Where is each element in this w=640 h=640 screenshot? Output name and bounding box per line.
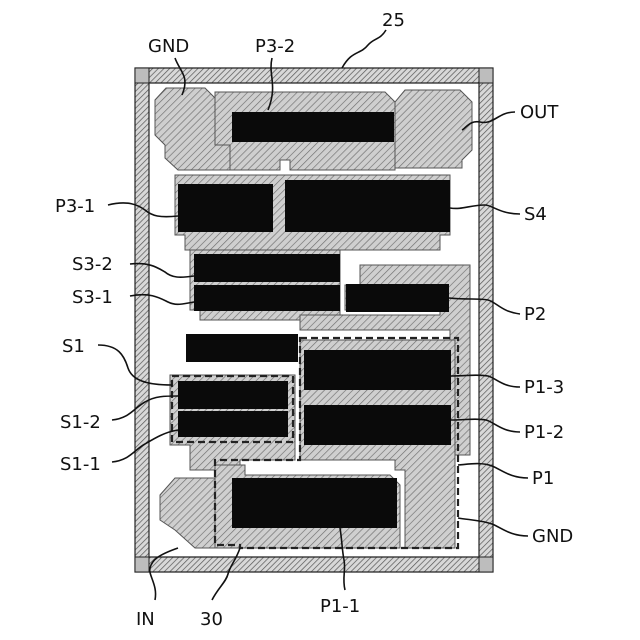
label-ref-30: 30 bbox=[200, 609, 223, 630]
label-p1-1: P1-1 bbox=[320, 596, 360, 617]
label-p2: P2 bbox=[524, 304, 546, 325]
label-s1-1: S1-1 bbox=[60, 454, 101, 475]
label-gnd-bottom: GND bbox=[532, 526, 573, 547]
label-s3-1: S3-1 bbox=[72, 287, 113, 308]
pad-s3-1 bbox=[194, 285, 340, 311]
leader-25 bbox=[342, 30, 386, 68]
pad-p3-1 bbox=[178, 184, 273, 232]
leader-in bbox=[150, 548, 178, 600]
pad-s1-1 bbox=[178, 411, 288, 437]
leader-30 bbox=[212, 548, 240, 600]
label-p3-2: P3-2 bbox=[255, 36, 295, 57]
label-gnd-top: GND bbox=[148, 36, 189, 57]
label-ref-25: 25 bbox=[382, 10, 405, 31]
label-s1: S1 bbox=[62, 336, 85, 357]
label-s1-2: S1-2 bbox=[60, 412, 101, 433]
label-p1-2: P1-2 bbox=[524, 422, 564, 443]
label-out: OUT bbox=[520, 102, 559, 123]
frame-corner bbox=[135, 68, 149, 83]
pad-p1-1 bbox=[232, 478, 397, 528]
label-p1-3: P1-3 bbox=[524, 377, 564, 398]
pad-s4 bbox=[285, 180, 450, 232]
in-electrode bbox=[160, 478, 215, 548]
pad-p2 bbox=[346, 284, 449, 312]
label-s4: S4 bbox=[524, 204, 547, 225]
pad-p1-2 bbox=[304, 405, 451, 445]
frame-corner bbox=[479, 557, 493, 572]
label-p3-1: P3-1 bbox=[55, 196, 95, 217]
frame-corner bbox=[479, 68, 493, 83]
label-s3-2: S3-2 bbox=[72, 254, 113, 275]
pad-s1-upper bbox=[186, 334, 298, 362]
pad-s3-2 bbox=[194, 254, 340, 282]
pad-s1-2 bbox=[178, 381, 288, 409]
frame-corner bbox=[135, 557, 149, 572]
label-p1: P1 bbox=[532, 468, 554, 489]
out-electrode bbox=[395, 90, 472, 168]
pad-p3-2 bbox=[232, 112, 394, 142]
pad-p1-3 bbox=[304, 350, 451, 390]
label-in: IN bbox=[136, 609, 155, 630]
